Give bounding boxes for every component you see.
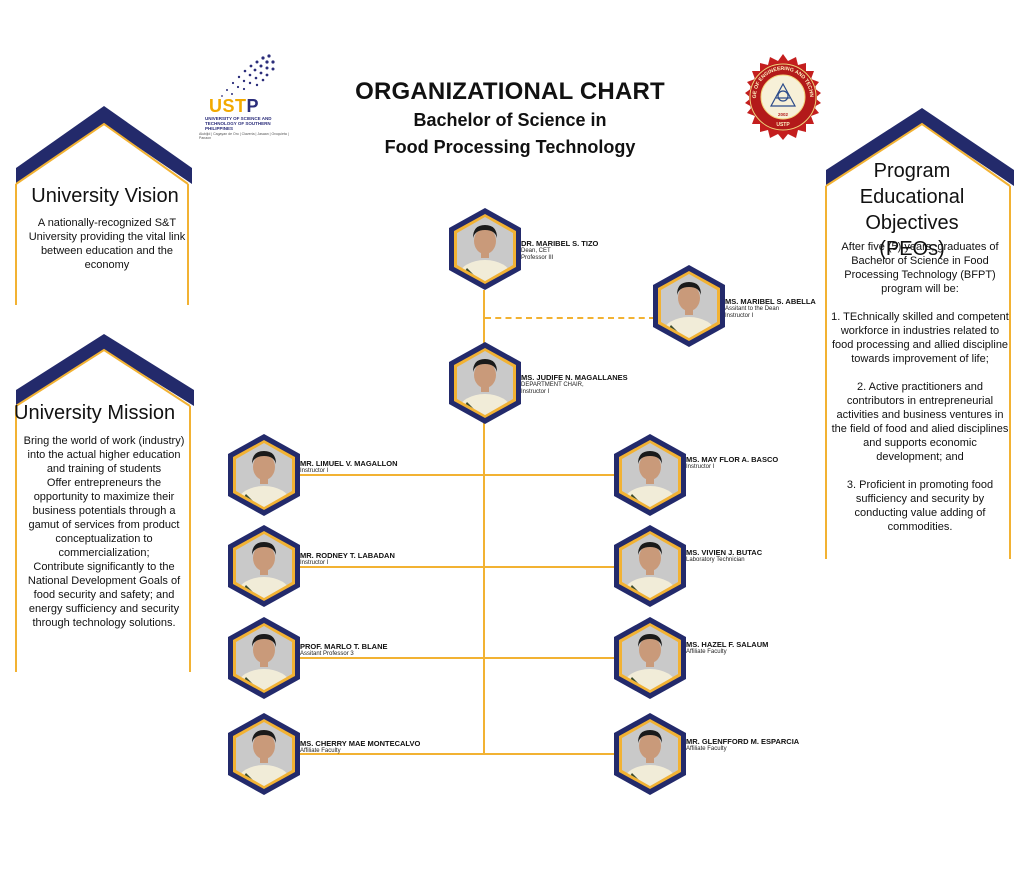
page-subtitle-line2: Food Processing Technology <box>384 137 636 157</box>
portrait-icon <box>653 265 725 347</box>
portrait-icon <box>614 434 686 516</box>
person-node-right-3: MS. HAZEL F. SALAUM Affiliate Faculty <box>614 617 814 699</box>
person-node-left-1: MR. LIMUEL V. MAGALLON Instructor I <box>228 434 428 516</box>
ustp-dots-icon <box>221 54 275 97</box>
person-node-right-4: MR. GLENFFORD M. ESPARCIA Affiliate Facu… <box>614 713 814 795</box>
person-role: Laboratory Technician <box>686 557 745 563</box>
connector-row-2 <box>296 566 616 568</box>
person-node-right-1: MS. MAY FLOR A. BASCO Instructor I <box>614 434 814 516</box>
connector-row-3 <box>296 657 616 659</box>
person-name: MR. GLENFFORD M. ESPARCIA <box>686 737 800 746</box>
mission-title: University Mission <box>14 402 176 424</box>
vision-title: University Vision <box>31 185 179 207</box>
person-role: Assitant Professor 3 <box>300 651 354 657</box>
portrait-icon <box>449 208 521 290</box>
person-role: Instructor I <box>521 389 550 395</box>
person-role: Affiliate Faculty <box>686 746 727 752</box>
person-name: MS. JUDIFE N. MAGALLANES <box>521 373 628 382</box>
portrait-icon <box>228 434 300 516</box>
person-node-assistant: MS. MARIBEL S. ABELLA Assitant to the De… <box>653 265 833 347</box>
vision-text: A nationally-recognized S&T University p… <box>28 217 186 271</box>
person-name: MR. LIMUEL V. MAGALLON <box>300 459 398 468</box>
mission-text: Bring the world of work (industry) into … <box>23 435 185 629</box>
page-title: ORGANIZATIONAL CHART <box>355 78 665 105</box>
portrait-icon <box>228 713 300 795</box>
person-name: MS. MARIBEL S. ABELLA <box>725 297 816 306</box>
person-role: Affiliate Faculty <box>300 748 341 754</box>
connector-main-vertical <box>483 290 485 755</box>
peo-panel: Program Educational Objectives (PEOs) Af… <box>822 104 1018 564</box>
person-role: Assitant to the Dean <box>725 306 780 312</box>
person-name: DR. MARIBEL S. TIZO <box>521 239 599 248</box>
chart-header: ORGANIZATIONAL CHART Bachelor of Science… <box>340 78 680 160</box>
vision-frame-shape <box>15 106 192 305</box>
seal-bottom-text: USTP <box>776 122 790 128</box>
connector-row-1 <box>296 474 616 476</box>
person-name: MR. RODNEY T. LABADAN <box>300 551 395 560</box>
ustp-tagline: Alubijid | Cagayan de Oro | Claveria | J… <box>199 132 289 140</box>
person-role: Instructor I <box>686 464 715 470</box>
person-name: MS. HAZEL F. SALAUM <box>686 640 769 649</box>
seal-year: 2002 <box>778 112 789 117</box>
person-name: MS. MAY FLOR A. BASCO <box>686 455 779 464</box>
person-role: DEPARTMENT CHAIR, <box>521 382 584 388</box>
person-role: Instructor I <box>725 313 754 319</box>
person-role: Instructor I <box>300 468 329 474</box>
person-node-right-2: MS. VIVIEN J. BUTAC Laboratory Technicia… <box>614 525 814 607</box>
person-role: Affiliate Faculty <box>686 649 727 655</box>
person-node-dean: DR. MARIBEL S. TIZO Dean, CET Professor … <box>449 208 649 290</box>
peo-frame-shape <box>825 108 1014 559</box>
person-role: Dean, CET <box>521 248 551 254</box>
mission-panel: University Mission Bring the world of wo… <box>10 332 200 677</box>
college-seal-icon: COLLEGE OF ENGINEERING AND TECHNOLOGY US… <box>740 54 821 140</box>
connector-assistant <box>485 317 655 319</box>
peo-text: After five (5) years, graduates of Bache… <box>831 241 1009 533</box>
portrait-icon <box>228 525 300 607</box>
mission-frame-shape <box>15 334 194 672</box>
ustp-university-name: UNIVERSITY OF SCIENCE AND TECHNOLOGY OF … <box>205 116 272 131</box>
portrait-icon <box>449 342 521 424</box>
person-role: Professor III <box>521 255 554 261</box>
person-name: MS. CHERRY MAE MONTECALVO <box>300 739 421 748</box>
person-name: MS. VIVIEN J. BUTAC <box>686 548 763 557</box>
person-node-left-3: PROF. MARLO T. BLANE Assitant Professor … <box>228 617 428 699</box>
person-node-left-4: MS. CHERRY MAE MONTECALVO Affiliate Facu… <box>228 713 428 795</box>
person-node-left-2: MR. RODNEY T. LABADAN Instructor I <box>228 525 428 607</box>
person-role: Instructor I <box>300 560 329 566</box>
portrait-icon <box>228 617 300 699</box>
ustp-wordmark: USTP <box>209 96 260 116</box>
person-name: PROF. MARLO T. BLANE <box>300 642 388 651</box>
ustp-logo: USTP UNIVERSITY OF SCIENCE AND TECHNOLOG… <box>195 52 290 140</box>
person-node-chair: MS. JUDIFE N. MAGALLANES DEPARTMENT CHAI… <box>449 342 649 424</box>
portrait-icon <box>614 617 686 699</box>
portrait-icon <box>614 525 686 607</box>
connector-row-4 <box>296 753 616 755</box>
page-subtitle-line1: Bachelor of Science in <box>413 110 607 130</box>
portrait-icon <box>614 713 686 795</box>
vision-panel: University Vision A nationally-recognize… <box>10 100 200 310</box>
peo-title: Program Educational Objectives (PEOs) <box>859 160 965 260</box>
